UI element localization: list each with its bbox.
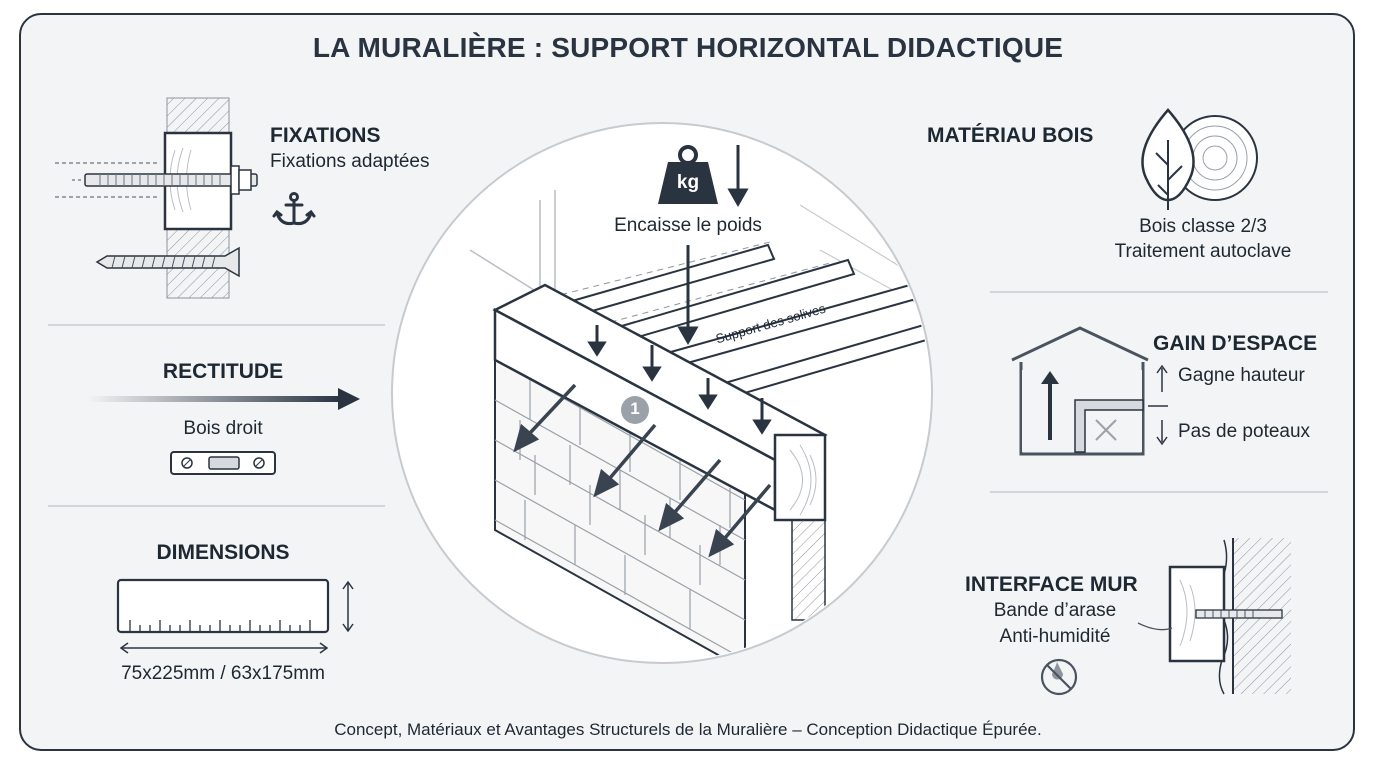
wall-interface-illustration [1137, 538, 1291, 695]
weight-label: kg [676, 172, 700, 193]
dimensions-text: 75x225mm / 63x175mm [121, 663, 325, 684]
load-arrow [727, 145, 749, 208]
weight-icon [658, 145, 718, 204]
house-icon [1011, 326, 1149, 456]
materiau-line2: Traitement autoclave [1114, 241, 1292, 262]
straight-arrow [88, 388, 360, 410]
marker-circle [621, 396, 649, 424]
gain-header: GAIN D’ESPACE [1153, 332, 1318, 355]
interface-header: INTERFACE MUR [965, 573, 1138, 596]
no-water-icon [1040, 658, 1078, 696]
level-icon [170, 451, 276, 475]
interface-line2: Anti-humidité [999, 626, 1111, 647]
fixation-illustration [55, 97, 258, 299]
ruler-icon [116, 578, 354, 654]
rectitude-header: RECTITUDE [162, 360, 284, 383]
screw-icon [95, 246, 240, 278]
dimensions-header: DIMENSIONS [156, 541, 290, 564]
beam-scene [469, 190, 930, 661]
gain-line1: Gagne hauteur [1178, 365, 1305, 386]
interface-line1: Bande d’arase [993, 600, 1117, 621]
bolt-icon [55, 162, 258, 198]
fixations-text: Fixations adaptées [270, 151, 430, 172]
anchor-icon [272, 192, 316, 225]
footer-caption: Concept, Matériaux et Avantages Structur… [334, 720, 1042, 739]
fixations-header: FIXATIONS [270, 124, 381, 147]
load-text: Encaisse le poids [614, 215, 762, 236]
leaf-icon [1141, 108, 1195, 210]
marker-number: 1 [630, 399, 640, 418]
gain-arrows [1148, 364, 1168, 446]
gain-line2: Pas de poteaux [1178, 421, 1311, 442]
materiau-header: MATÉRIAU BOIS [927, 124, 1094, 147]
materiau-line1: Bois classe 2/3 [1139, 216, 1267, 237]
rectitude-text: Bois droit [183, 418, 263, 439]
page-title: LA MURALIÈRE : SUPPORT HORIZONTAL DIDACT… [312, 32, 1064, 63]
